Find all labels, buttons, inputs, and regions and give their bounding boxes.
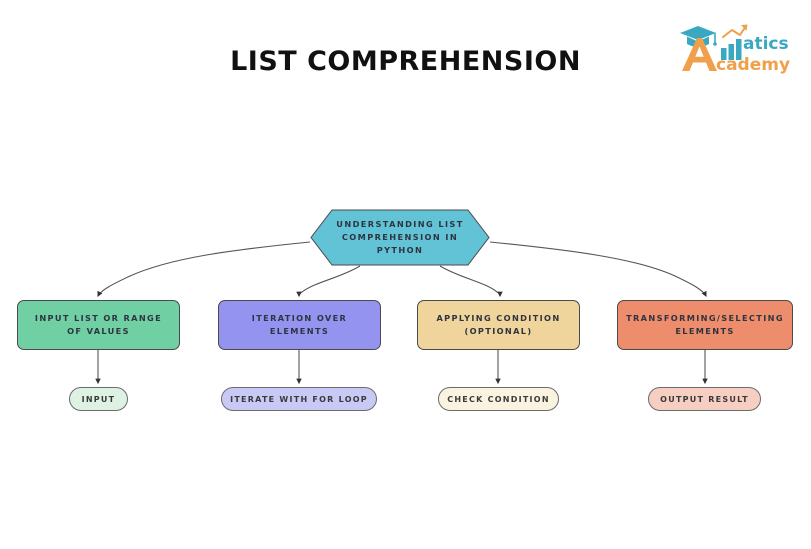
logo-text-atics: atics [743, 34, 789, 54]
logo-text-cademy: cademy [716, 55, 790, 75]
node-stage-condition[interactable]: APPLYING CONDITION (OPTIONAL) [417, 300, 580, 350]
analytics-academy-logo: atics cademy [676, 19, 794, 75]
node-leaf-check[interactable]: CHECK CONDITION [438, 387, 559, 411]
node-root-hexagon[interactable]: UNDERSTANDING LIST COMPREHENSION IN PYTH… [310, 209, 490, 266]
edge-root-to-condition [439, 265, 503, 298]
logo-letter-a [682, 38, 717, 71]
bar-chart-icon [721, 24, 748, 60]
node-stage-input[interactable]: INPUT LIST OR RANGE OF VALUES [17, 300, 180, 350]
node-leaf-iterate[interactable]: ITERATE WITH FOR LOOP [221, 387, 377, 411]
node-stage-transform[interactable]: TRANSFORMING/SELECTING ELEMENTS [617, 300, 793, 350]
edge-root-to-input [97, 241, 311, 297]
node-leaf-output[interactable]: OUTPUT RESULT [648, 387, 761, 411]
edge-root-to-transform [489, 241, 707, 297]
page-title: LIST COMPREHENSION [230, 46, 581, 77]
node-leaf-input[interactable]: INPUT [69, 387, 128, 411]
edge-root-to-iteration [296, 265, 361, 298]
node-root-label: UNDERSTANDING LIST COMPREHENSION IN PYTH… [336, 219, 464, 255]
node-stage-iteration[interactable]: ITERATION OVER ELEMENTS [218, 300, 381, 350]
